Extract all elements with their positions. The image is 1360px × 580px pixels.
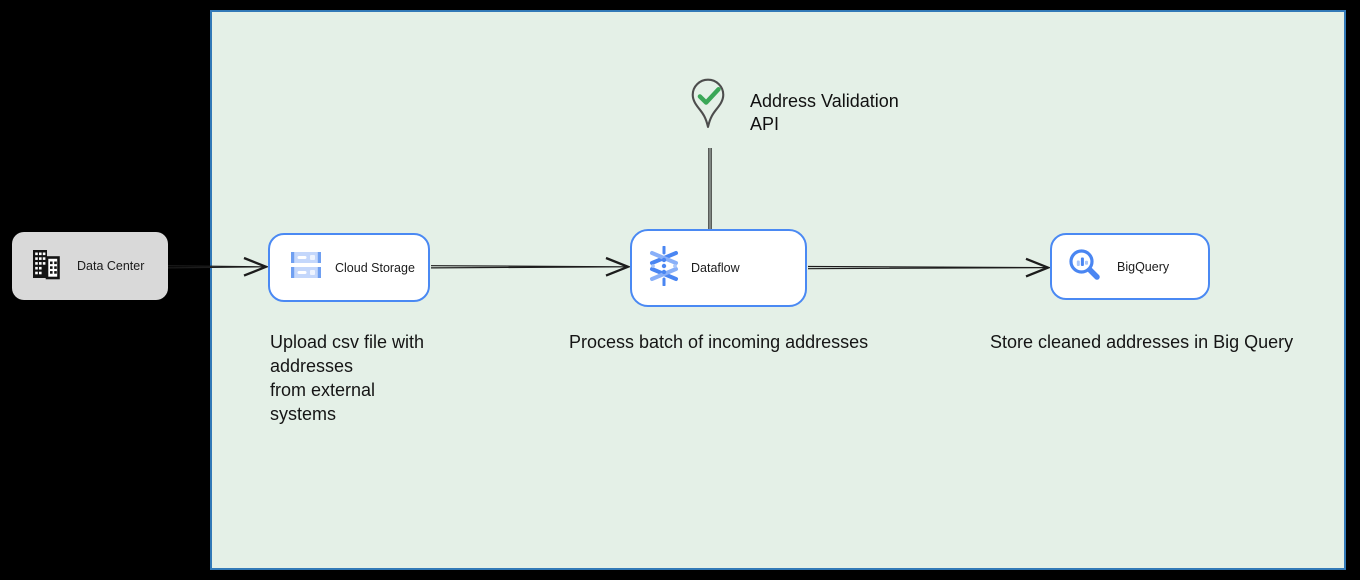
caption-cloud-storage: Upload csv file with addresses from exte…: [270, 332, 425, 424]
bigquery-icon: [1067, 247, 1101, 286]
node-label: BigQuery: [1117, 259, 1170, 274]
caption-dataflow: Process batch of incoming addresses: [569, 332, 869, 352]
node-dataflow[interactable]: Dataflow: [630, 229, 807, 307]
node-label: Dataflow: [691, 261, 740, 275]
map-pin-icon: [687, 78, 729, 137]
node-label: Data Center: [77, 259, 145, 273]
caption-bigquery: Store cleaned addresses in Big Query: [990, 332, 1294, 352]
node-label: Cloud Storage: [335, 260, 415, 275]
node-data-center[interactable]: Data Center: [12, 232, 168, 300]
annotation-label: Address Validation API: [750, 91, 899, 134]
address-validation-annotation[interactable]: [687, 77, 729, 138]
building-icon: [30, 248, 62, 285]
node-cloud-storage[interactable]: Cloud Storage: [268, 233, 430, 302]
dataflow-icon: [646, 245, 682, 291]
cloud-storage-icon: [291, 251, 321, 284]
checkmark-icon: [697, 87, 721, 105]
node-bigquery[interactable]: BigQuery: [1050, 233, 1210, 300]
